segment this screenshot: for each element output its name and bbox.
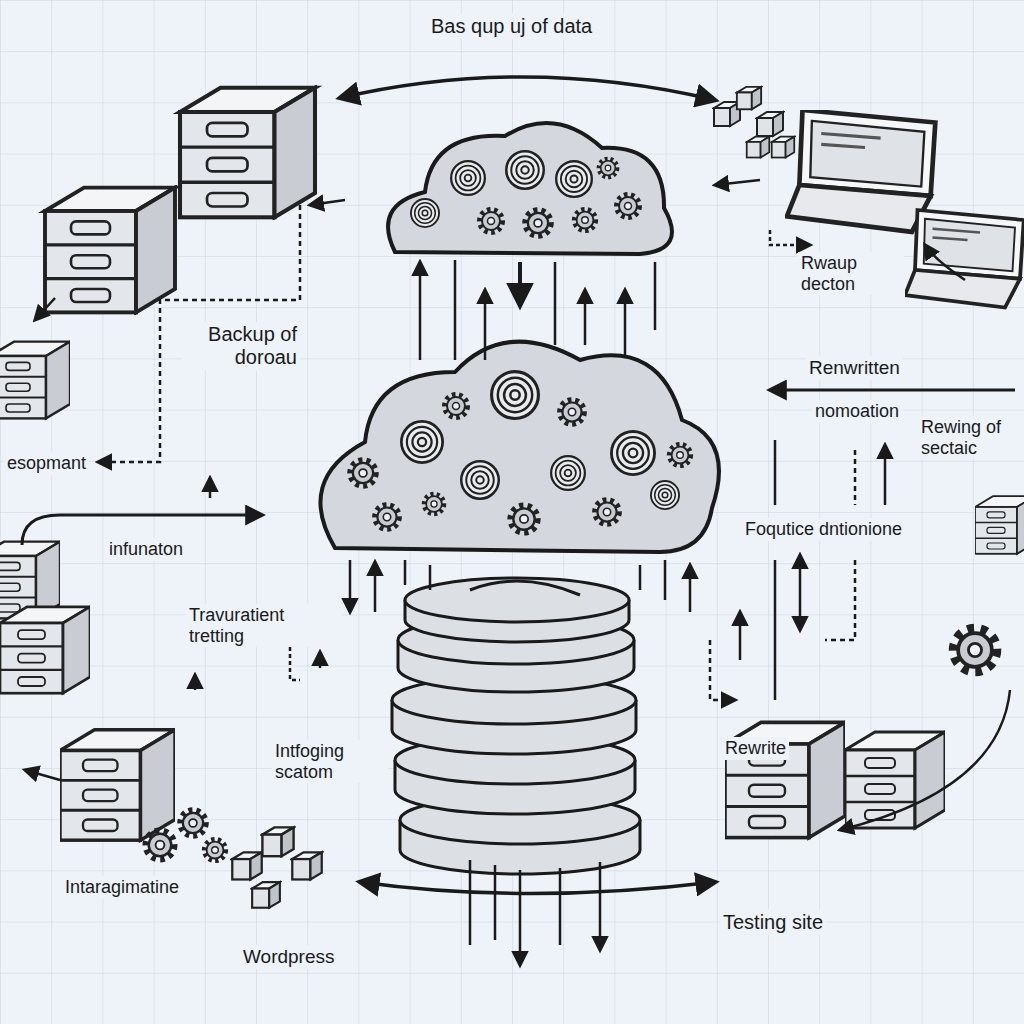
text-label: Travuratient tretting	[186, 604, 342, 647]
servers	[0, 88, 1024, 840]
text-label: Foqutice dntionione	[742, 518, 905, 541]
gear-clusters	[146, 629, 995, 860]
text-label: Intaragimatine	[62, 876, 182, 899]
text-label: Renwritten	[806, 356, 903, 380]
flow-arrows	[22, 77, 1015, 965]
text-label: Testing site	[720, 910, 826, 935]
text-label: nomoation	[812, 400, 902, 423]
cube-clusters	[232, 87, 794, 908]
disk-stack	[392, 578, 640, 874]
laptops	[787, 110, 1024, 308]
text-label: Rewing of sectaic	[918, 416, 1020, 459]
text-label: Wordpress	[240, 945, 338, 969]
text-label: Backup of doroau	[182, 322, 300, 370]
top-cloud	[388, 123, 672, 254]
text-label: Intfoging scatom	[272, 740, 388, 783]
text-label: Rewrite	[722, 737, 789, 760]
middle-cloud	[320, 342, 719, 552]
diagram-title: Bas qup uj of data	[427, 14, 596, 39]
text-label: infunaton	[106, 538, 186, 561]
text-label: esopmant	[4, 452, 89, 475]
text-label: Rwaup decton	[798, 252, 904, 295]
